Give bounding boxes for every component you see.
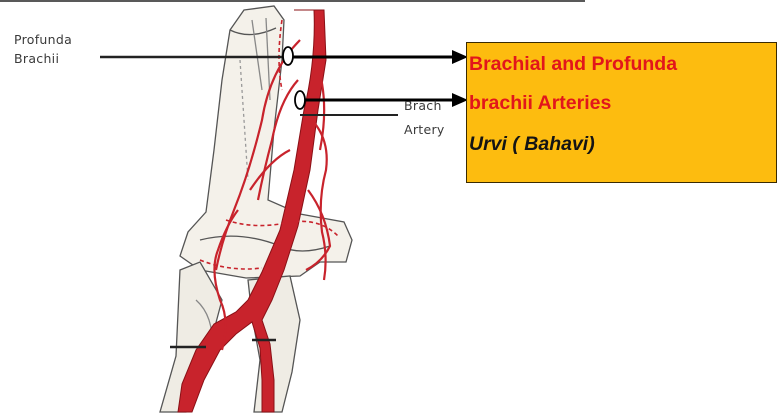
callout-arrow-profunda bbox=[283, 47, 468, 65]
profunda-brachii-label-line2: Brachii bbox=[14, 53, 59, 66]
humerus-bone bbox=[180, 6, 352, 278]
profunda-brachii-label-line1: Profunda bbox=[14, 34, 72, 47]
callout-subtitle: Urvi ( Bahavi) bbox=[469, 135, 595, 155]
brachial-artery-label-line1: Brach bbox=[404, 100, 442, 113]
brachial-artery-label-line2: Artery bbox=[404, 124, 445, 137]
callout-box: Brachial and Profunda brachii Arteries U… bbox=[466, 42, 777, 183]
callout-title-line1: Brachial and Profunda bbox=[469, 55, 677, 75]
callout-title-line2: brachii Arteries bbox=[469, 94, 611, 114]
